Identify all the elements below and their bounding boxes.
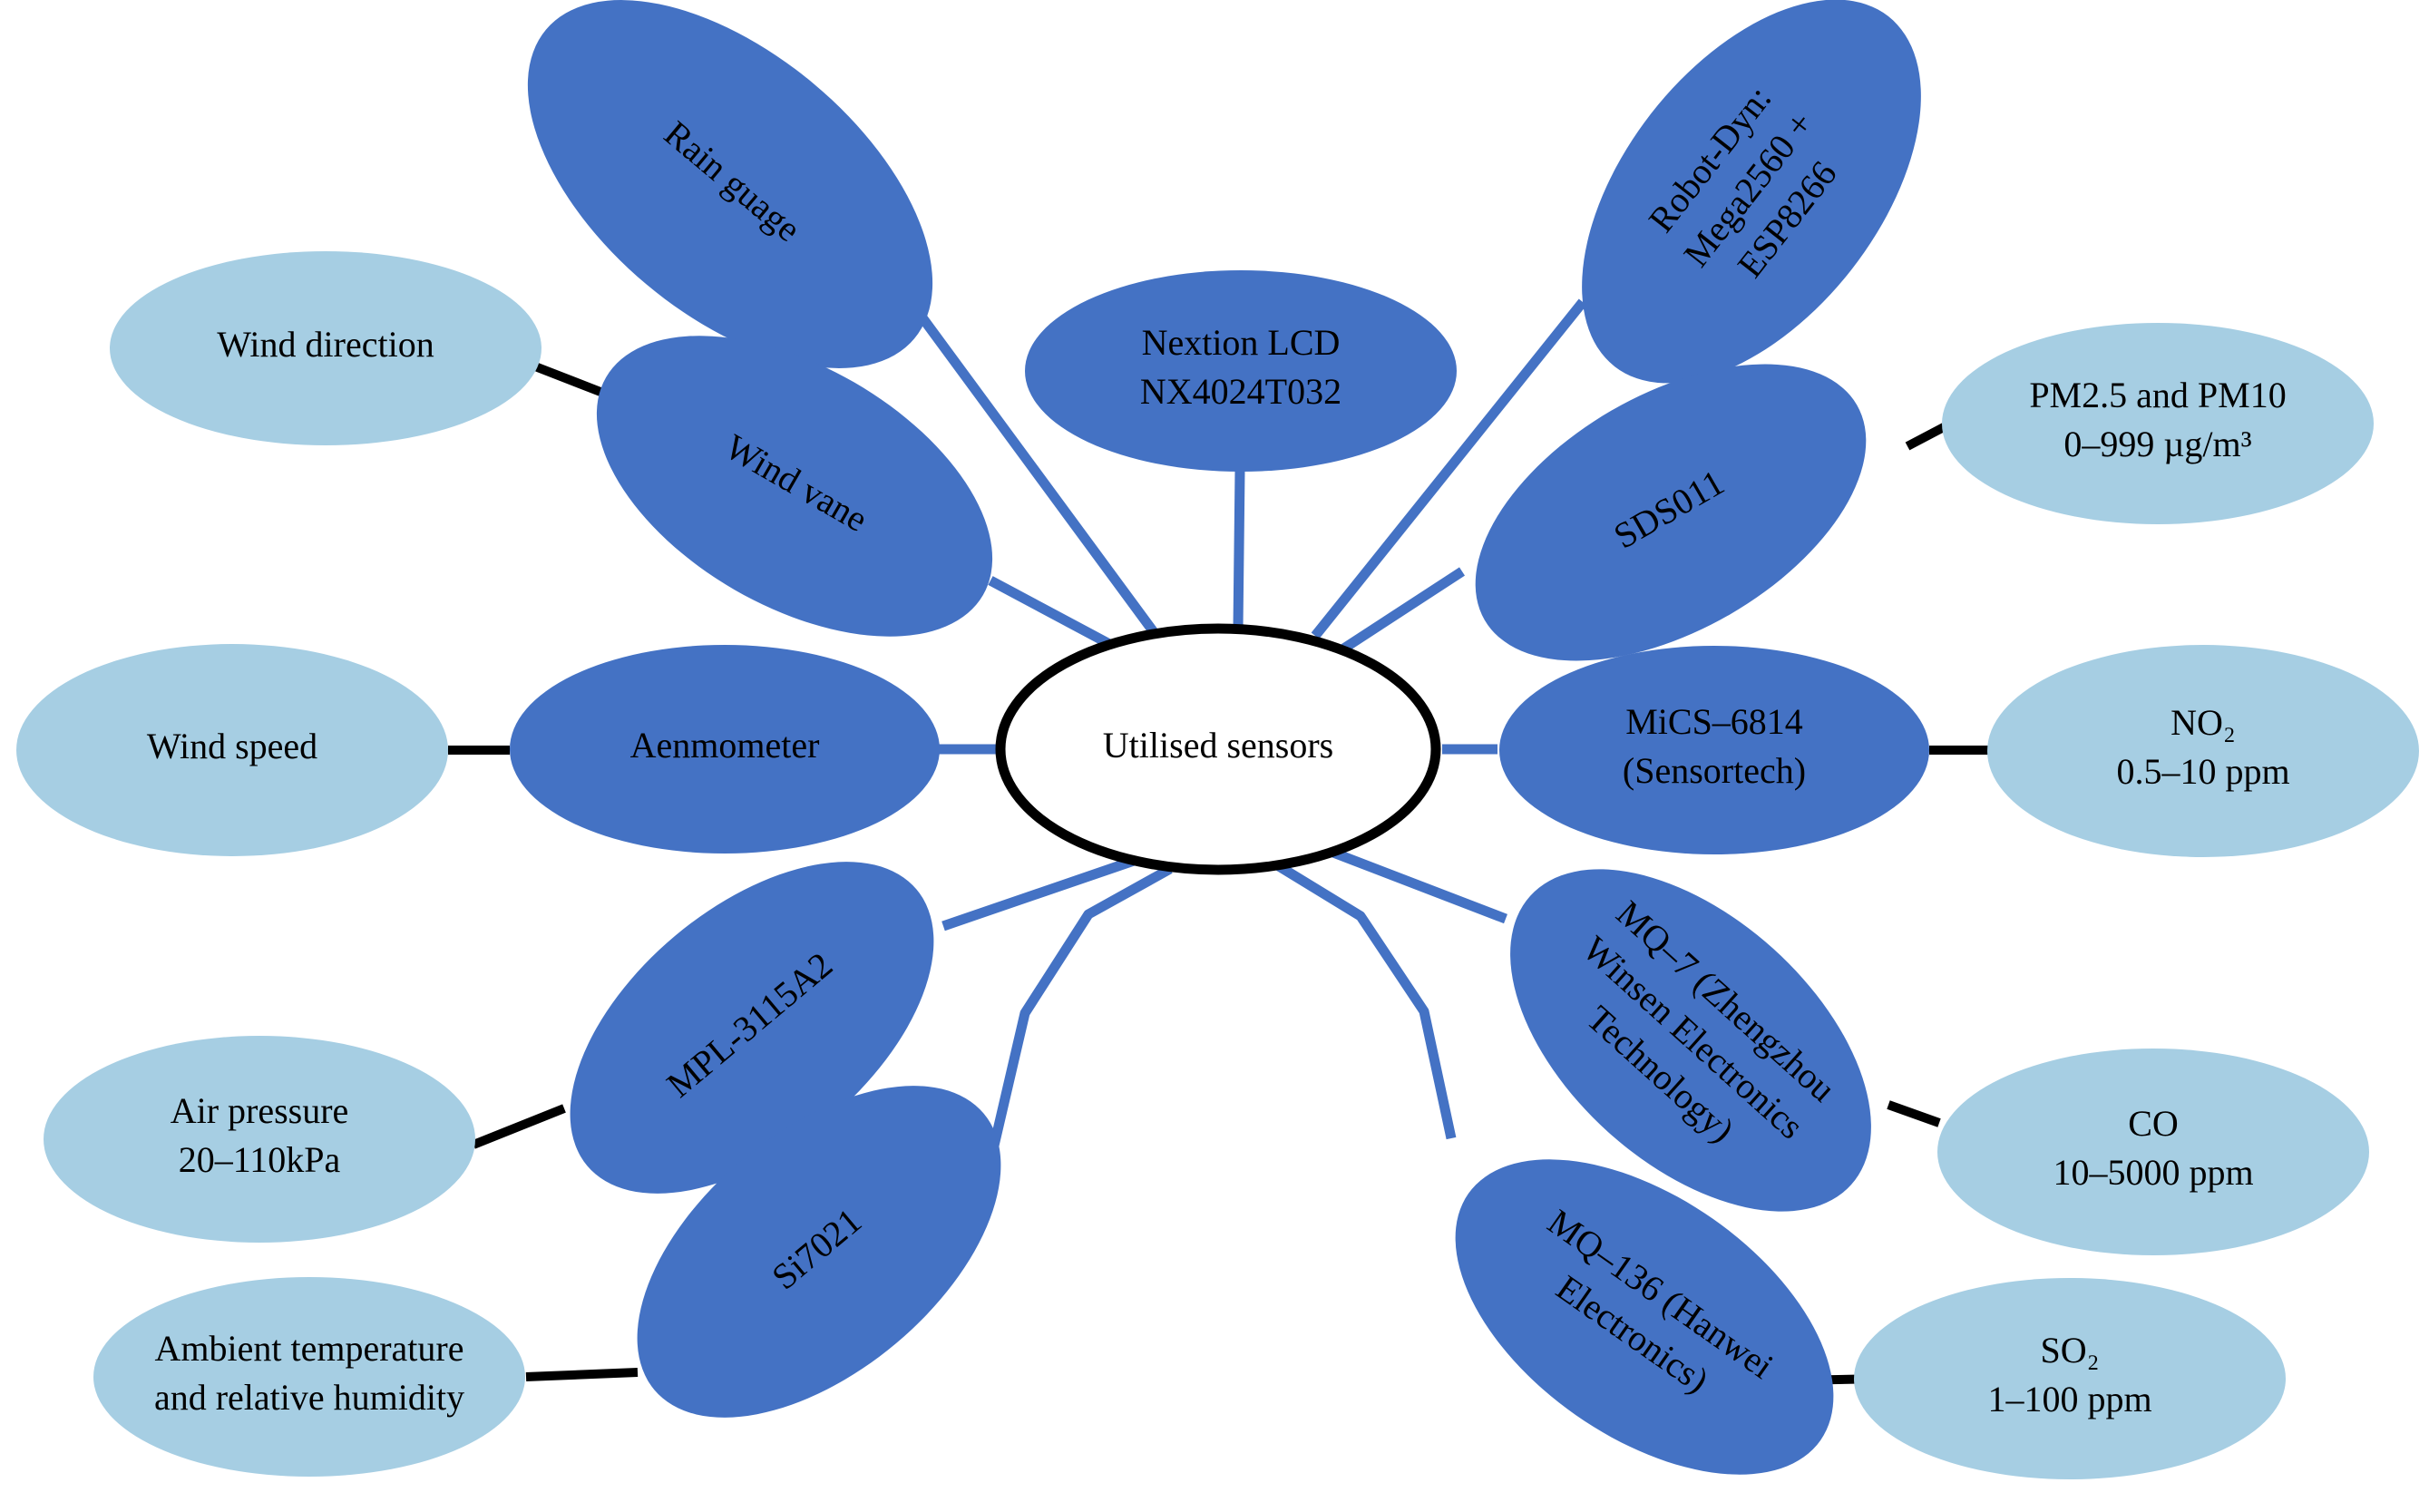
edge-center-to-mpl-3115a2 xyxy=(941,855,1136,932)
edge-mpl-3115a2-to-air-pressure xyxy=(472,1104,566,1149)
edge-center-to-wind-vane xyxy=(988,576,1127,657)
node-rain-gauge-ellipse xyxy=(527,0,933,368)
node-air-pressure-ellipse xyxy=(44,1036,475,1243)
node-co: CO 10–5000 ppm xyxy=(1937,1049,2369,1255)
node-no2-label-1: 0.5–10 ppm xyxy=(2116,751,2289,792)
node-pm-ellipse xyxy=(1942,323,2374,524)
node-mics-6814-ellipse xyxy=(1499,646,1929,854)
node-so2-label-0: SO₂ xyxy=(2040,1330,2099,1371)
node-mpl-3115a2: MPL-3115A2 xyxy=(570,862,934,1194)
node-temp-humidity: Ambient temperature and relative humidity xyxy=(93,1277,525,1477)
node-nextion-lcd: Nextion LCD NX4024T032 xyxy=(1025,270,1457,472)
edge-wind-vane-to-wind-direction xyxy=(533,362,602,396)
edge-center-to-si7021 xyxy=(989,864,1173,1147)
node-so2: SO₂ 1–100 ppm xyxy=(1854,1278,2286,1479)
node-aenmometer: Aenmometer xyxy=(510,645,940,854)
node-wind-direction-label-0: Wind direction xyxy=(217,324,434,365)
node-wind-vane-ellipse xyxy=(596,336,993,637)
edge-center-to-robot-dyn xyxy=(1311,298,1587,639)
node-temp-humidity-label-0: Ambient temperature xyxy=(155,1328,464,1369)
node-wind-speed-label-0: Wind speed xyxy=(147,726,317,766)
node-air-pressure-label-1: 20–110kPa xyxy=(179,1139,341,1180)
node-wind-direction-ellipse xyxy=(110,251,541,445)
edge-si7021-to-temp-humidity xyxy=(525,1368,639,1381)
node-no2-ellipse xyxy=(1987,645,2419,857)
edge-center-to-sds011 xyxy=(1339,567,1466,654)
node-so2-ellipse xyxy=(1854,1278,2286,1479)
node-no2: NO₂ 0.5–10 ppm xyxy=(1987,645,2419,857)
node-mics-6814-label-0: MiCS–6814 xyxy=(1625,701,1803,742)
node-mics-6814-label-1: (Sensortech) xyxy=(1623,750,1806,791)
node-wind-speed-ellipse xyxy=(16,644,448,856)
edge-center-to-rain-gauge xyxy=(907,299,1161,639)
edge-center-to-mq-7 xyxy=(1332,847,1507,924)
node-air-pressure: Air pressure 20–110kPa xyxy=(44,1036,475,1243)
edge-center-to-nextion-lcd xyxy=(1233,470,1245,629)
node-mpl-3115a2-ellipse xyxy=(570,862,934,1194)
node-nextion-lcd-ellipse xyxy=(1025,270,1457,472)
node-temp-humidity-ellipse xyxy=(93,1277,525,1477)
edge-mq-7-to-co xyxy=(1887,1100,1941,1127)
node-aenmometer-ellipse xyxy=(510,645,940,854)
node-pm-label-0: PM2.5 and PM10 xyxy=(2029,375,2286,415)
node-si7021: Si7021 xyxy=(637,1086,1001,1418)
node-nextion-lcd-label-0: Nextion LCD xyxy=(1142,322,1341,363)
node-center: Utilised sensors xyxy=(995,623,1441,875)
edge-center-to-mq-136 xyxy=(1276,862,1457,1140)
node-sds011: SDS011 xyxy=(1475,364,1867,661)
node-rain-gauge: Rain guage xyxy=(527,0,933,368)
node-mics-6814: MiCS–6814 (Sensortech) xyxy=(1499,646,1929,854)
node-mq-7-ellipse xyxy=(1510,869,1871,1212)
node-center-ellipse xyxy=(995,623,1441,875)
node-sds011-ellipse xyxy=(1475,364,1867,661)
node-co-label-0: CO xyxy=(2128,1103,2179,1144)
node-co-ellipse xyxy=(1937,1049,2369,1255)
node-co-label-1: 10–5000 ppm xyxy=(2053,1152,2253,1193)
node-wind-direction: Wind direction xyxy=(110,251,541,445)
node-aenmometer-label-0: Aenmometer xyxy=(630,725,820,766)
node-air-pressure-label-0: Air pressure xyxy=(171,1090,349,1131)
node-mq-136-ellipse xyxy=(1455,1159,1834,1475)
node-temp-humidity-label-1: and relative humidity xyxy=(154,1377,464,1418)
node-wind-vane: Wind vane xyxy=(596,336,993,637)
edges-layer xyxy=(448,298,1991,1385)
node-center-label-0: Utilised sensors xyxy=(1103,725,1333,766)
node-wind-speed: Wind speed xyxy=(16,644,448,856)
node-si7021-ellipse xyxy=(637,1086,1001,1418)
node-pm-label-1: 0–999 µg/m³ xyxy=(2063,424,2251,464)
node-pm: PM2.5 and PM10 0–999 µg/m³ xyxy=(1942,323,2374,524)
node-no2-label-0: NO₂ xyxy=(2170,702,2236,743)
node-so2-label-1: 1–100 ppm xyxy=(1987,1379,2151,1419)
node-robot-dyn-ellipse xyxy=(1582,0,1921,384)
node-nextion-lcd-label-1: NX4024T032 xyxy=(1140,371,1341,412)
node-robot-dyn: Robot-Dyn:Mega2560 +ESP8266 xyxy=(1582,0,1921,384)
